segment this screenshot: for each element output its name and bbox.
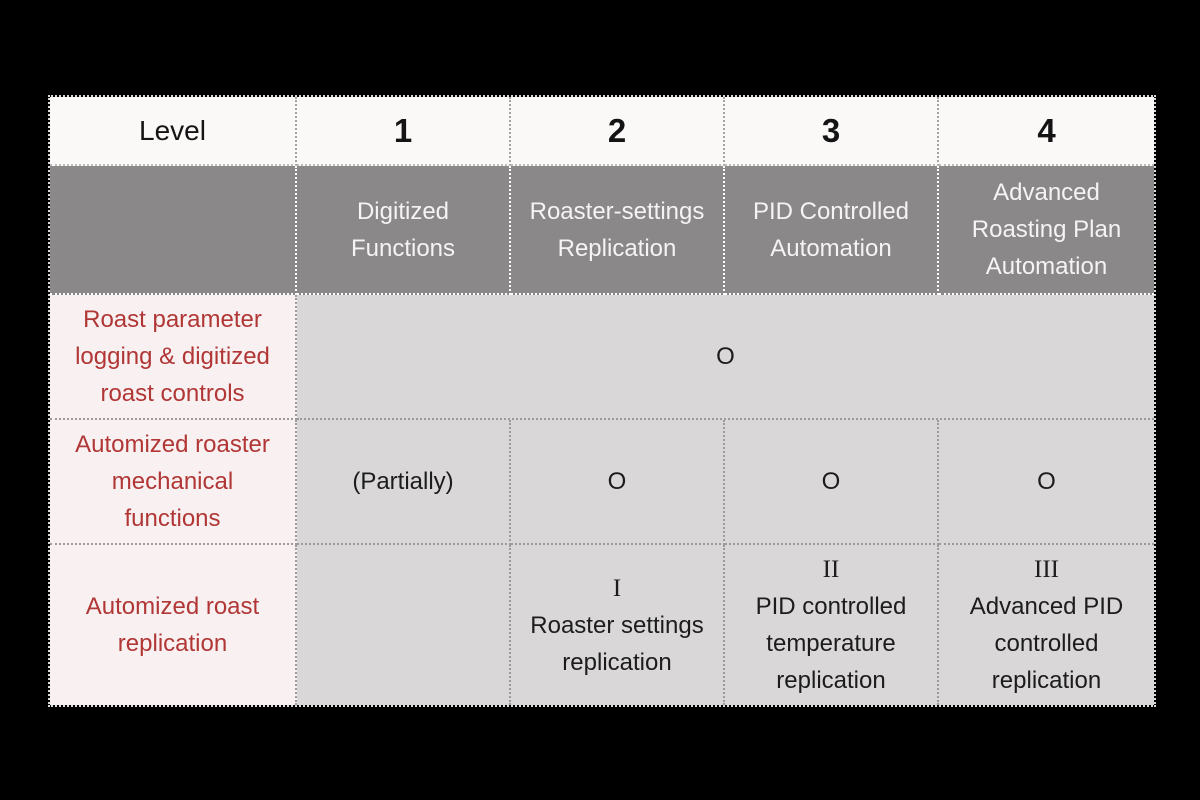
value-cell: O bbox=[939, 420, 1154, 545]
level-4-cell: 4 bbox=[939, 97, 1154, 166]
row-automized-roast-replication: Automized roast replication I Roaster set… bbox=[50, 545, 1154, 705]
level-2-cell: 2 bbox=[511, 97, 725, 166]
roman-numeral: II bbox=[822, 556, 840, 583]
value-cell-stage-2: II PID controlled temperature replication bbox=[725, 545, 939, 705]
row-roast-parameter-logging: Roast parameter logging & digitized roas… bbox=[50, 295, 1154, 420]
value-cell-empty bbox=[297, 545, 511, 705]
level-1-cell: 1 bbox=[297, 97, 511, 166]
level-3-cell: 3 bbox=[725, 97, 939, 166]
row-label-automized-roast-replication: Automized roast replication bbox=[50, 545, 297, 705]
subheader-advanced-roasting-plan-automation: Advanced Roasting Plan Automation bbox=[939, 166, 1154, 295]
value-cell-stage-3: III Advanced PID controlled replication bbox=[939, 545, 1154, 705]
value-cell-stage-1: I Roaster settings replication bbox=[511, 545, 725, 705]
stage-description: PID controlled temperature replication bbox=[755, 593, 907, 694]
subheader-pid-controlled-automation: PID Controlled Automation bbox=[725, 166, 939, 295]
level-title-row: Digitized Functions Roaster-settings Rep… bbox=[50, 166, 1154, 295]
subheader-digitized-functions: Digitized Functions bbox=[297, 166, 511, 295]
roasting-automation-levels-table: Level 1 2 3 4 Digitized Functions Roaste… bbox=[48, 95, 1156, 707]
row-label-roast-parameter-logging: Roast parameter logging & digitized roas… bbox=[50, 295, 297, 420]
row-automized-mechanical-functions: Automized roaster mechanical functions (… bbox=[50, 420, 1154, 545]
value-cell: O bbox=[725, 420, 939, 545]
merged-value-cell: O bbox=[297, 295, 1154, 420]
level-header-cell: Level bbox=[50, 97, 297, 166]
roman-numeral: I bbox=[612, 574, 622, 602]
value-cell: O bbox=[511, 420, 725, 545]
row-label-automized-mechanical-functions: Automized roaster mechanical functions bbox=[50, 420, 297, 545]
stage-description: Advanced PID controlled replication bbox=[969, 593, 1124, 694]
stage-description: Roaster settings replication bbox=[530, 611, 704, 676]
subheader-roaster-settings-replication: Roaster-settings Replication bbox=[511, 166, 725, 295]
value-cell-partially: (Partially) bbox=[297, 420, 511, 545]
subheader-empty-cell bbox=[50, 166, 297, 295]
roman-numeral: III bbox=[1034, 556, 1059, 583]
level-number-row: Level 1 2 3 4 bbox=[50, 97, 1154, 166]
